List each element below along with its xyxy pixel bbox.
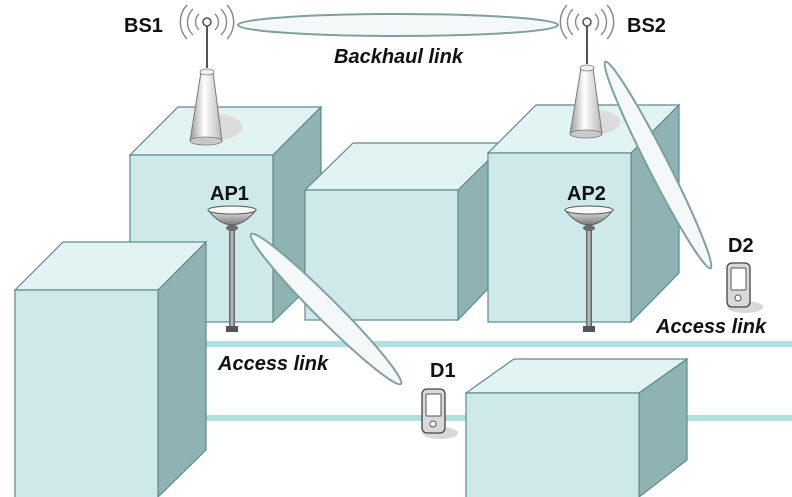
building-5 [464,357,689,497]
mobile-device-icon [421,388,458,439]
building-2 [303,141,508,322]
road-upper [200,341,792,347]
access-point-lamp-icon [563,205,615,332]
radio-waves-icon [559,4,615,40]
radio-waves-icon [179,4,235,40]
access-point-lamp-icon [206,205,258,332]
base-station-antenna-icon [569,26,620,139]
d1-label: D1 [430,360,456,382]
access-link-beam-ap1-d1 [249,232,403,386]
access-link-beam-bs2-d2 [603,60,713,270]
d2-label: D2 [728,235,754,257]
mobile-device-icon [726,262,763,313]
backhaul-link-beam [237,13,559,37]
base-station-antenna-icon [189,26,242,146]
building-4 [13,240,208,497]
access-link-label-right: Access link [656,316,767,338]
backhaul-link-label: Backhaul link [334,46,463,68]
bs2-label: BS2 [627,15,666,37]
access-link-label-left: Access link [218,353,329,375]
bs1-label: BS1 [124,15,163,37]
ap1-label: AP1 [210,183,249,205]
ap2-label: AP2 [567,183,606,205]
